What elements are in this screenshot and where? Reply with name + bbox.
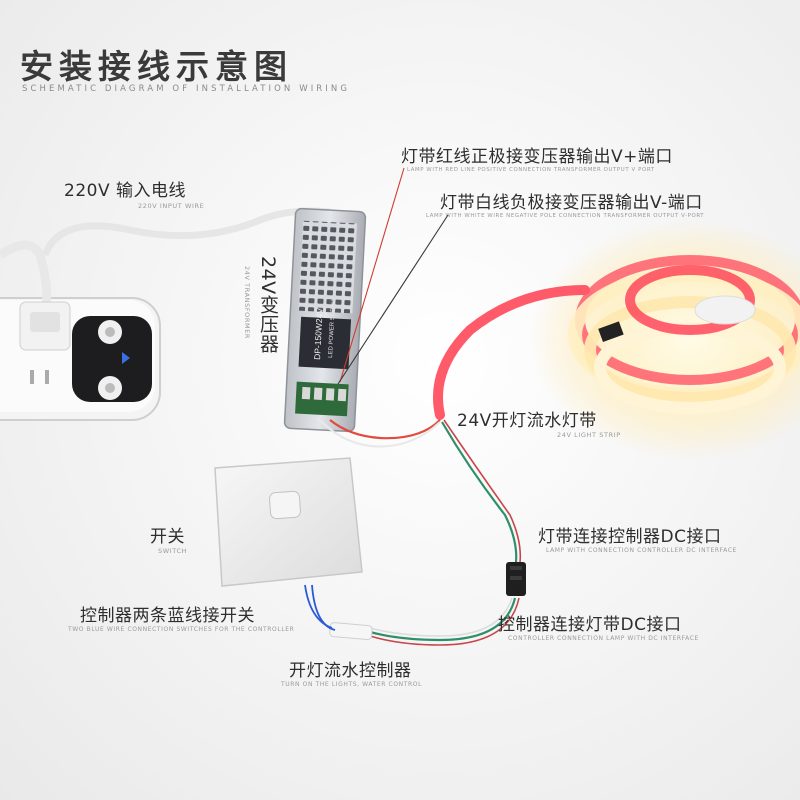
label-ctrldc-cn: 控制器连接灯带DC接口 [498, 615, 682, 635]
strip-plug [598, 321, 624, 342]
label-input: 220V 输入电线 220V INPUT WIRE [64, 176, 204, 210]
signal-wire-green [441, 421, 518, 571]
label-red-wire: 灯带红线正极接变压器输出V+端口 LAMP WITH RED LINE POSI… [401, 142, 673, 173]
label-switch-en: SWITCH [158, 547, 188, 555]
label-lampdc-en: LAMP WITH CONNECTION CONTROLLER DC INTER… [546, 547, 737, 554]
psu-brand-text: LED POWER SUPPLY [328, 297, 337, 358]
label-blue-en: TWO BLUE WIRE CONNECTION SWITCHES FOR TH… [68, 626, 295, 633]
controller-cable-white [369, 597, 513, 637]
label-switch-cn: 开关 [150, 527, 185, 547]
label-input-en: 220V INPUT WIRE [138, 202, 205, 210]
wall-switch [214, 457, 363, 587]
label-controller-en: TURN ON THE LIGHTS, WATER CONTROL [281, 681, 423, 688]
label-lampdc-cn: 灯带连接控制器DC接口 [538, 527, 722, 547]
label-red-en: LAMP WITH RED LINE POSITIVE CONNECTION T… [407, 167, 655, 173]
controller-cable [369, 597, 517, 642]
label-blue-cn: 控制器两条蓝线接开关 [80, 606, 255, 626]
blue-wire-2 [311, 584, 336, 631]
page-title: 安装接线示意图 [20, 47, 293, 86]
label-white-cn: 灯带白线负极接变压器输出V-端口 [440, 193, 703, 213]
label-white-en: LAMP WITH WHITE WIRE NEGATIVE POLE CONNE… [426, 213, 705, 219]
led-strip-reel [568, 255, 800, 414]
label-blue-wires: 控制器两条蓝线接开关 TWO BLUE WIRE CONNECTION SWIT… [68, 601, 294, 633]
label-red-cn: 灯带红线正极接变压器输出V+端口 [401, 147, 673, 167]
dc-connector [506, 562, 526, 596]
transformer [283, 207, 367, 433]
label-strip-en: 24V LIGHT STRIP [557, 431, 621, 439]
plug [0, 240, 71, 351]
controller-cable-red [369, 597, 520, 646]
red-wire [329, 419, 441, 440]
page-subtitle: SCHEMATIC DIAGRAM OF INSTALLATION WIRING [22, 84, 351, 94]
label-controller-cn: 开灯流水控制器 [289, 661, 412, 681]
label-transformer-cn: 24V变压器 [257, 256, 279, 354]
label-ctrl-dc: 控制器连接灯带DC接口 CONTROLLER CONNECTION LAMP W… [498, 610, 699, 642]
signal-wire-red [443, 419, 522, 571]
label-input-cn: 220V 输入电线 [64, 181, 186, 201]
label-strip-cn: 24V开灯流水灯带 [457, 411, 597, 431]
label-transformer-en: 24V TRANSFORMER [243, 266, 251, 340]
white-wire [317, 417, 441, 448]
label-switch: 开关 SWITCH [150, 522, 187, 555]
label-strip: 24V开灯流水灯带 24V LIGHT STRIP [457, 406, 621, 439]
controller-module [329, 622, 373, 641]
psu-model-text: DP-150W24V [312, 307, 325, 360]
blue-wire-1 [304, 584, 333, 629]
label-white-wire: 灯带白线负极接变压器输出V-端口 LAMP WITH WHITE WIRE NE… [426, 188, 704, 219]
input-cable [41, 207, 331, 257]
label-lamp-dc: 灯带连接控制器DC接口 LAMP WITH CONNECTION CONTROL… [538, 522, 737, 554]
strip-lead [433, 285, 590, 420]
label-ctrldc-en: CONTROLLER CONNECTION LAMP WITH DC INTER… [508, 635, 699, 642]
label-controller: 开灯流水控制器 TURN ON THE LIGHTS, WATER CONTRO… [281, 656, 422, 688]
